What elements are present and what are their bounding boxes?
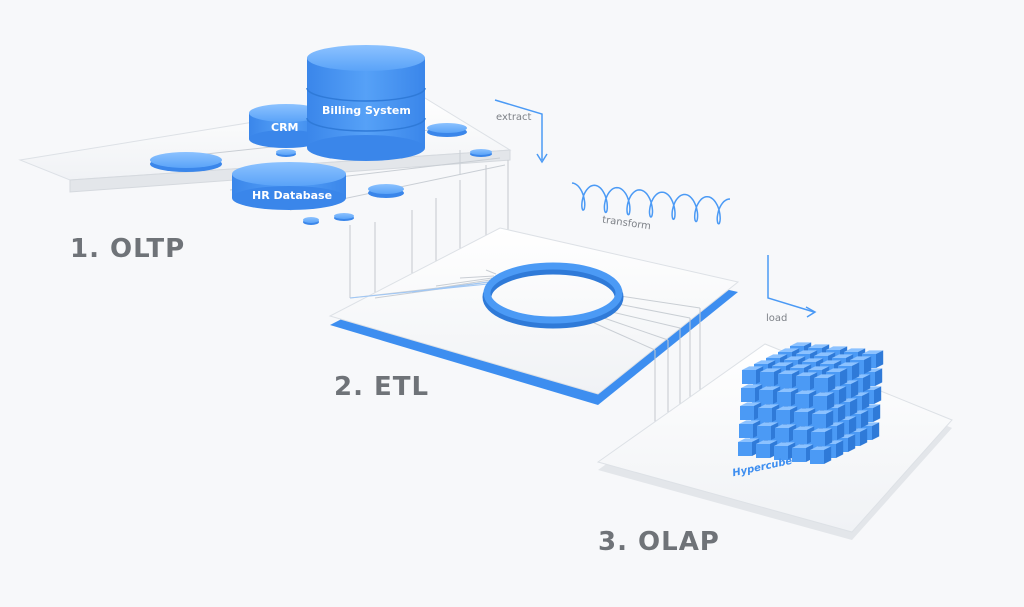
transform-coil-icon — [571, 182, 731, 225]
hypercube-block — [740, 402, 762, 420]
oltp-small-disks — [150, 123, 492, 225]
hypercube-block — [814, 374, 836, 392]
hypercube-block — [739, 420, 761, 438]
disk-small-3 — [334, 213, 354, 221]
stage-label-oltp: 1. OLTP — [70, 234, 186, 264]
hr-database-cylinder — [232, 162, 346, 210]
disk-right-mid — [368, 184, 404, 198]
hypercube-block — [813, 392, 835, 410]
hypercube-block — [810, 446, 832, 464]
hypercube-block — [811, 428, 833, 446]
hypercube-block — [778, 370, 800, 388]
stage-label-etl: 2. ETL — [334, 372, 430, 402]
stage-label-olap: 3. OLAP — [598, 527, 720, 557]
hypercube-block — [758, 404, 780, 422]
hypercube-block — [738, 438, 760, 456]
hypercube-block — [812, 410, 834, 428]
billing-system-label: Billing System — [322, 104, 411, 117]
load-arrow-icon — [767, 255, 817, 318]
hypercube-block — [757, 422, 779, 440]
etl-ring — [482, 262, 624, 329]
hr-database-label: HR Database — [252, 189, 333, 202]
extract-label: extract — [496, 112, 532, 123]
disk-left-large — [150, 152, 222, 172]
disk-right-top — [427, 123, 467, 137]
extract-arrow-icon — [494, 99, 548, 164]
hypercube — [738, 342, 884, 464]
billing-system-cylinder — [306, 45, 426, 161]
disk-small-2 — [470, 149, 492, 157]
load-label: load — [766, 313, 788, 324]
disk-small-4 — [303, 217, 319, 225]
disk-small-1 — [276, 149, 296, 157]
crm-label: CRM — [271, 121, 299, 134]
hypercube-block — [792, 444, 814, 462]
